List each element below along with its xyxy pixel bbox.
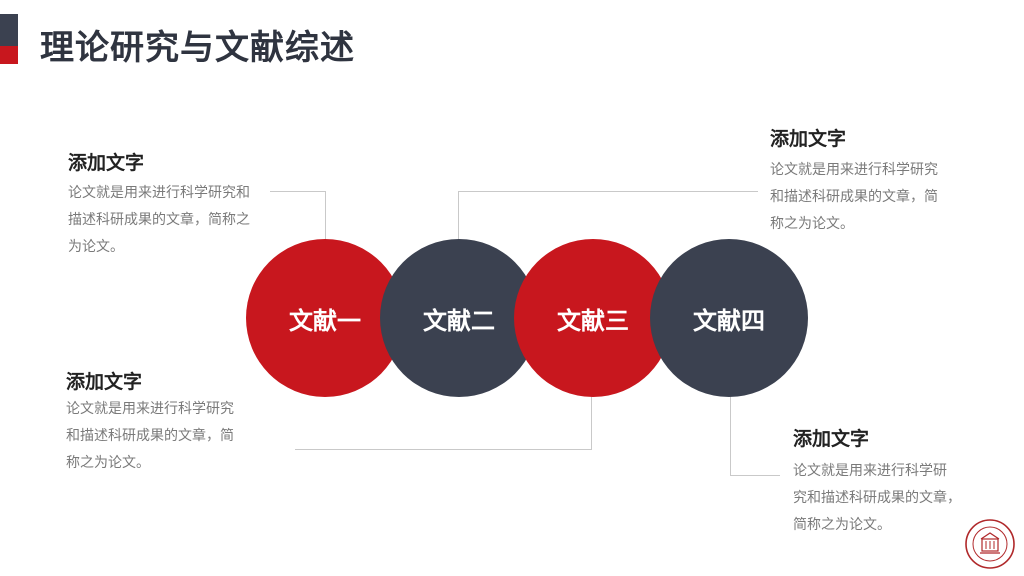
title-accent-red (0, 46, 18, 64)
block-text: 论文就是用来进行科学研 究和描述科研成果的文章， 简称之为论文。 (793, 458, 983, 539)
connector-line (458, 191, 758, 192)
page-title: 理论研究与文献综述 (40, 28, 355, 68)
block-text: 论文就是用来进行科学研究 和描述科研成果的文章，简 称之为论文。 (66, 396, 266, 477)
text-line: 论文就是用来进行科学研 (793, 463, 947, 479)
block-text: 论文就是用来进行科学研究和 描述科研成果的文章，简称之 为论文。 (68, 180, 278, 261)
text-line: 论文就是用来进行科学研究 (66, 401, 234, 417)
block-text: 论文就是用来进行科学研究 和描述科研成果的文章，简 称之为论文。 (770, 157, 970, 238)
circle-literature-1: 文献一 (246, 239, 404, 397)
block-heading: 添加文字 (66, 371, 143, 393)
connector-line (730, 475, 780, 476)
text-line: 简称之为论文。 (793, 517, 891, 533)
text-line: 究和描述科研成果的文章， (793, 490, 961, 506)
connector-line (270, 191, 325, 192)
text-line: 论文就是用来进行科学研究和 (68, 185, 250, 201)
connector-line (730, 396, 731, 475)
circle-literature-4: 文献四 (650, 239, 808, 397)
text-line: 和描述科研成果的文章，简 (770, 189, 938, 205)
connector-line (591, 396, 592, 450)
text-line: 为论文。 (68, 239, 124, 255)
text-line: 描述科研成果的文章，简称之 (68, 212, 250, 228)
text-line: 称之为论文。 (770, 216, 854, 232)
connector-line (325, 191, 326, 241)
block-heading: 添加文字 (770, 128, 847, 150)
title-accent-dark (0, 14, 18, 46)
text-line: 称之为论文。 (66, 455, 150, 471)
block-heading: 添加文字 (793, 428, 870, 450)
text-line: 和描述科研成果的文章，简 (66, 428, 234, 444)
university-seal-icon (965, 519, 1015, 569)
block-heading: 添加文字 (68, 152, 145, 174)
text-line: 论文就是用来进行科学研究 (770, 162, 938, 178)
connector-line (295, 449, 591, 450)
circle-literature-2: 文献二 (380, 239, 538, 397)
circle-literature-3: 文献三 (514, 239, 672, 397)
connector-line (458, 191, 459, 241)
